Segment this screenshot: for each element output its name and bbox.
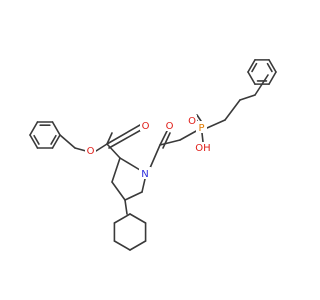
bond bbox=[179, 129, 199, 141]
bond bbox=[59, 134, 76, 149]
bond bbox=[159, 130, 168, 146]
bond bbox=[149, 144, 161, 169]
bond bbox=[113, 213, 131, 224]
bond bbox=[247, 71, 256, 85]
atom-o-amide: O bbox=[166, 121, 174, 132]
label-bg bbox=[85, 145, 96, 156]
bond bbox=[51, 121, 61, 136]
label-bg bbox=[187, 115, 197, 126]
label-bg bbox=[140, 120, 151, 131]
bond bbox=[106, 124, 141, 145]
bond-lines bbox=[29, 59, 277, 251]
bond bbox=[159, 139, 181, 146]
bond bbox=[162, 132, 171, 149]
bond bbox=[124, 191, 143, 201]
bond bbox=[29, 121, 39, 136]
atom-o-ester-carbonyl: O bbox=[142, 121, 150, 132]
bond bbox=[95, 143, 108, 152]
chemical-structure: O O N O O P OH bbox=[29, 59, 277, 251]
bond bbox=[239, 94, 256, 101]
atom-n-ring: N bbox=[141, 169, 148, 180]
atom-labels: O O N O O P OH bbox=[85, 115, 212, 180]
bond bbox=[141, 178, 146, 193]
bond bbox=[247, 59, 256, 73]
label-bg bbox=[139, 167, 151, 179]
bond bbox=[50, 134, 57, 145]
bond bbox=[113, 240, 131, 251]
bond bbox=[29, 134, 39, 149]
label-bg bbox=[194, 142, 212, 153]
bond bbox=[206, 119, 226, 129]
bond bbox=[124, 199, 128, 215]
bond bbox=[129, 240, 147, 251]
bond bbox=[224, 99, 241, 121]
label-bg bbox=[196, 121, 207, 133]
bond bbox=[51, 134, 61, 149]
bond bbox=[251, 62, 258, 73]
bond bbox=[106, 132, 113, 145]
bond bbox=[268, 71, 277, 85]
atom-p: P bbox=[198, 123, 204, 134]
bond bbox=[266, 62, 273, 73]
bond bbox=[106, 143, 121, 159]
bond bbox=[119, 157, 141, 171]
bond bbox=[254, 74, 269, 96]
atom-oh: OH bbox=[195, 143, 210, 154]
bond bbox=[108, 129, 142, 149]
bond bbox=[111, 181, 126, 201]
bond bbox=[111, 157, 121, 183]
bond bbox=[201, 132, 204, 143]
atom-o-ester: O bbox=[87, 146, 95, 157]
bond bbox=[33, 134, 40, 145]
bond bbox=[129, 213, 147, 224]
label-bg bbox=[164, 120, 175, 131]
atom-o-phosphoryl: O bbox=[188, 116, 196, 127]
bond bbox=[74, 147, 87, 152]
bond bbox=[268, 59, 277, 73]
